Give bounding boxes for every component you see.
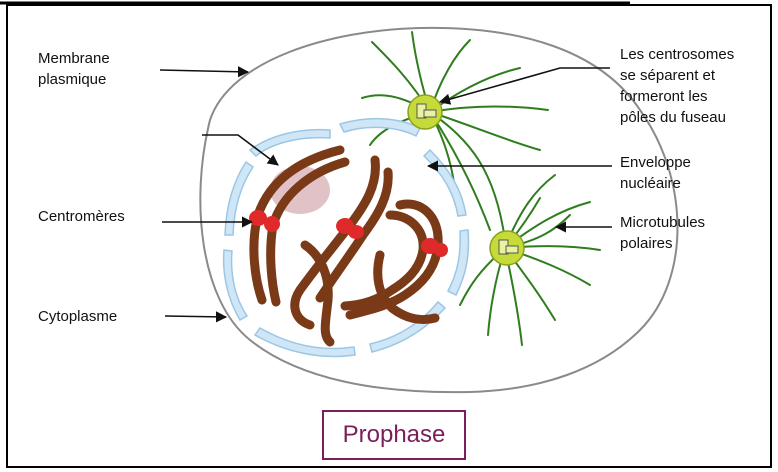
label-enveloppe: Enveloppe nucléaire: [620, 152, 691, 194]
label-centromeres: Centromères: [38, 206, 125, 227]
label-centrosomes: Les centrosomes se séparent et formeront…: [620, 44, 734, 128]
label-microtubules: Microtubules polaires: [620, 212, 705, 254]
centrosome-icon: [490, 231, 524, 265]
diagram-title: Prophase: [343, 421, 446, 449]
centrosome-icon: [408, 95, 442, 129]
label-membrane: Membrane plasmique: [38, 48, 110, 90]
title-box: Prophase: [322, 410, 466, 460]
label-cytoplasme: Cytoplasme: [38, 306, 117, 327]
